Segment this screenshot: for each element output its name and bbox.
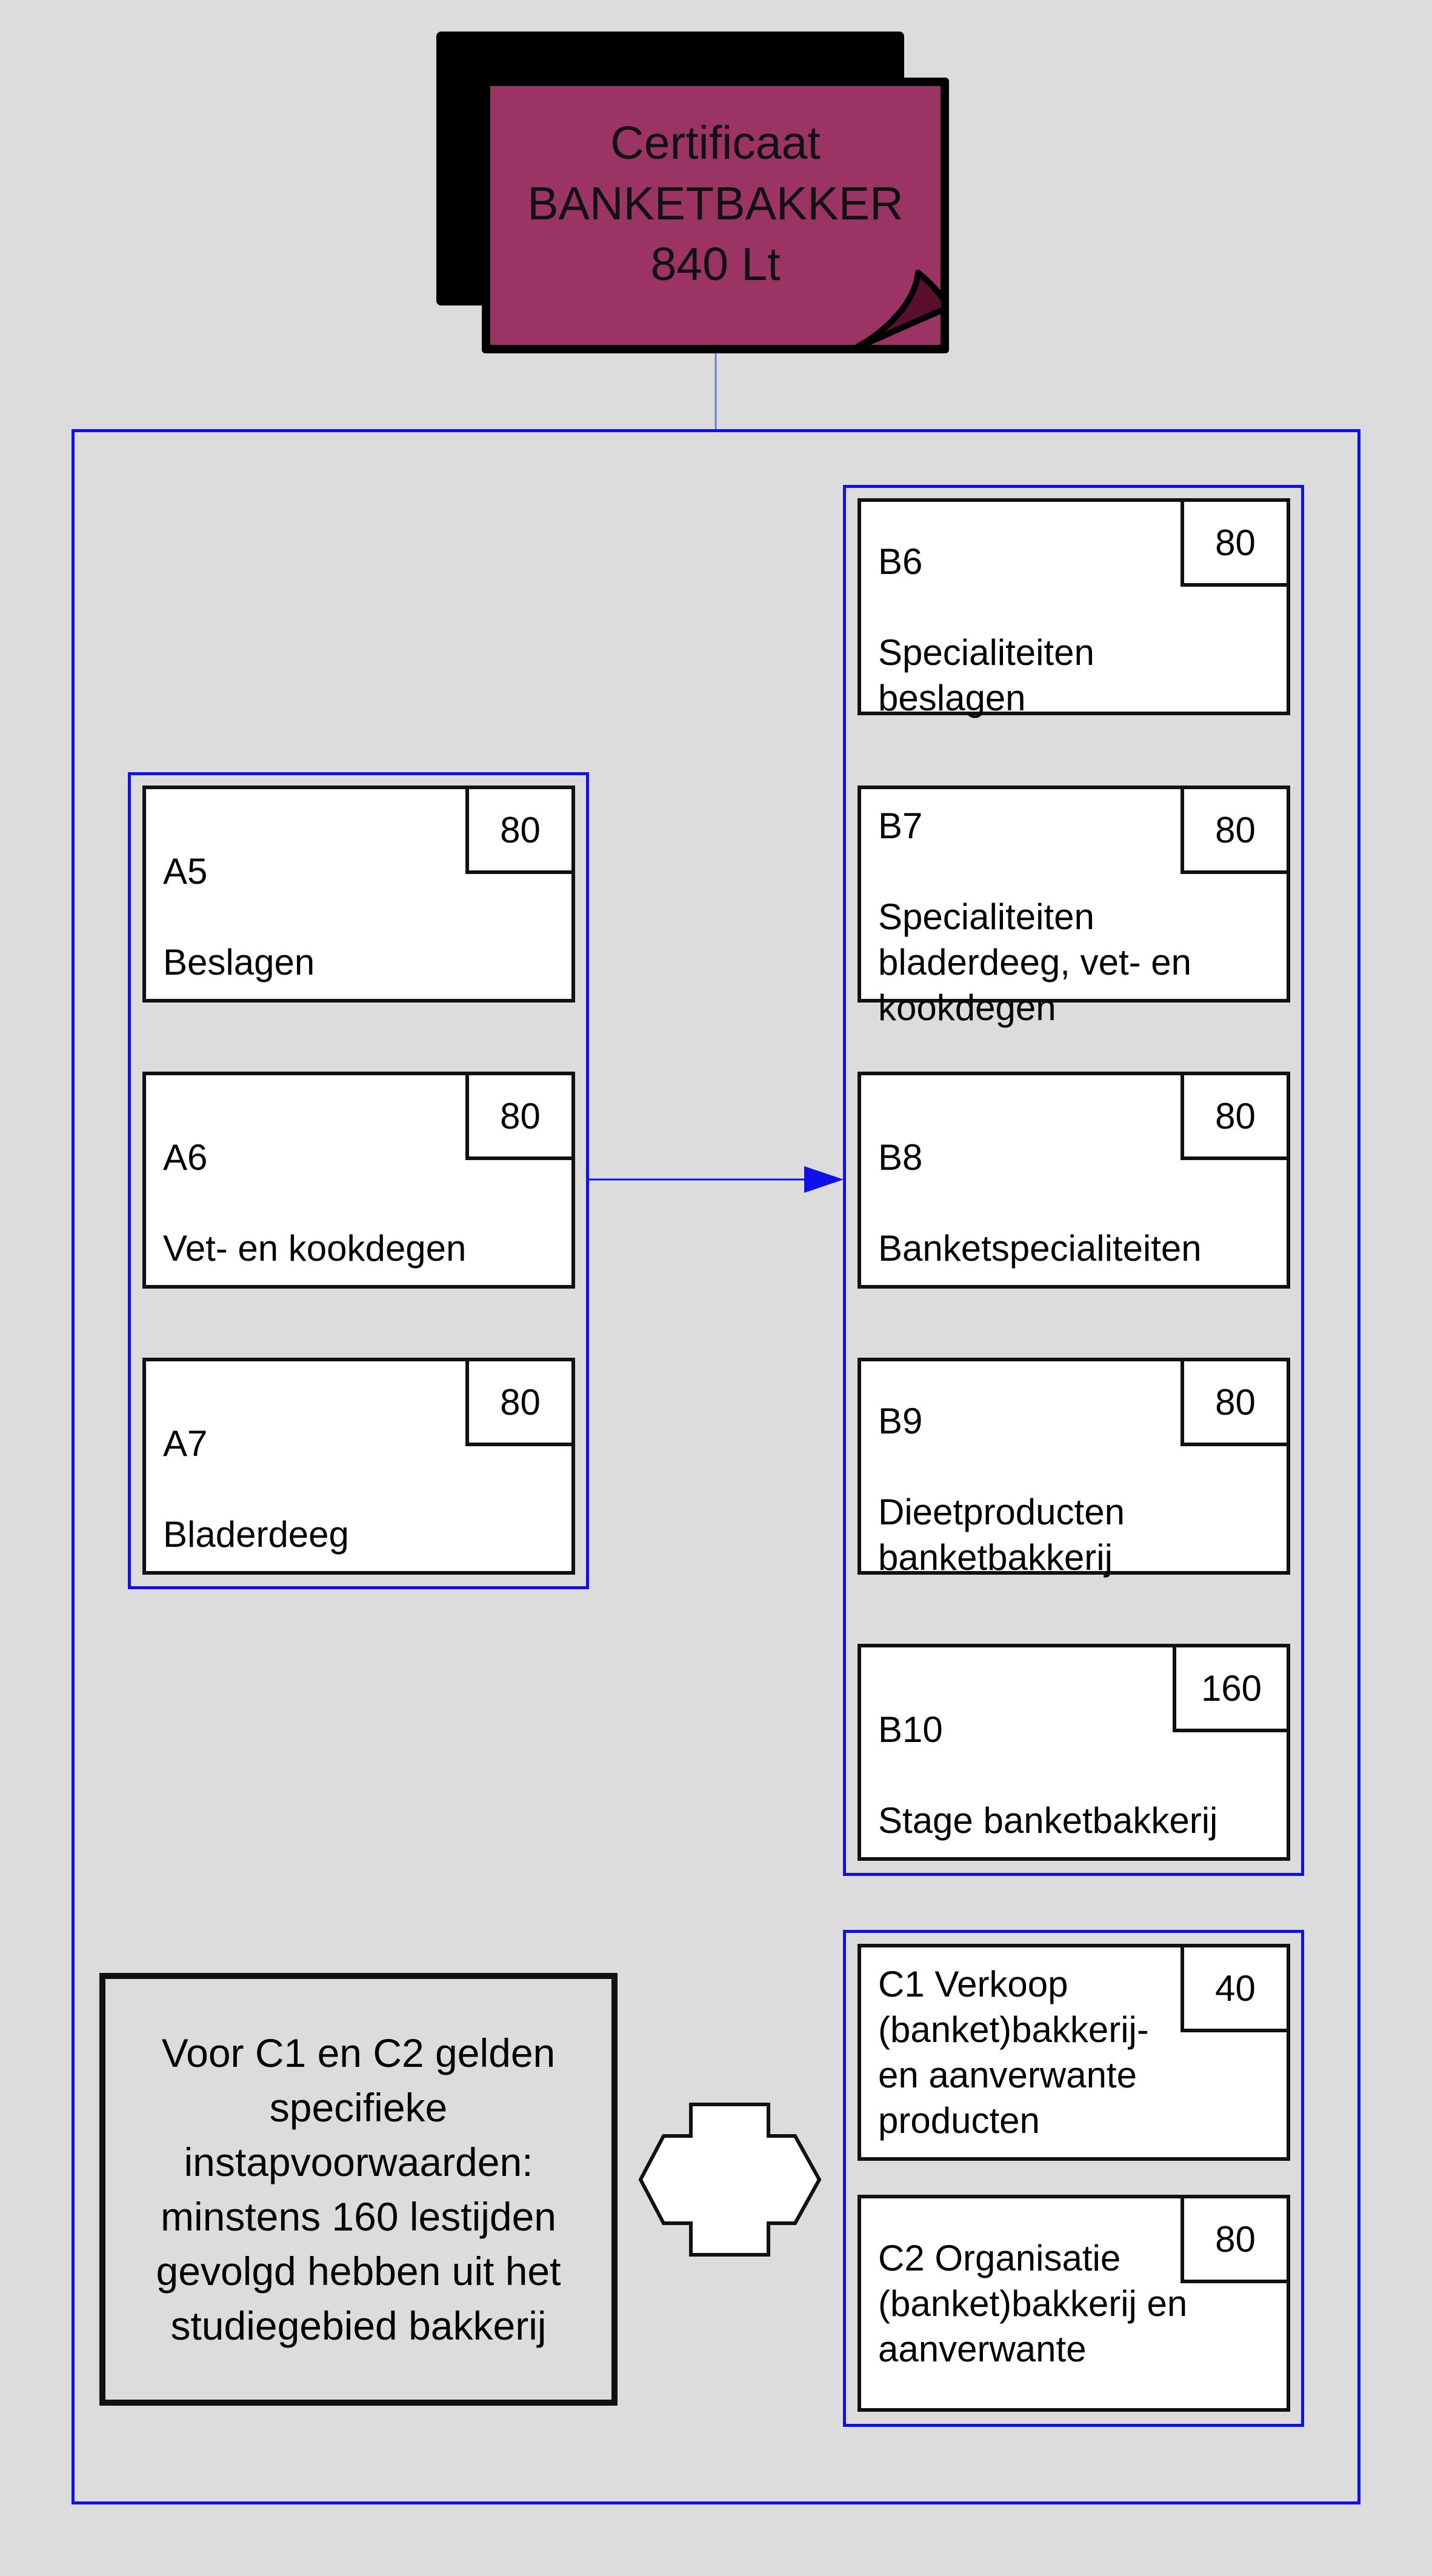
module-name: Dieetproducten banketbakkerij [878,1491,1125,1578]
module-code: B9 [878,1400,923,1441]
module-b9: B9 Dieetproducten banketbakkerij 80 [858,1358,1290,1578]
outer-container [72,429,1360,2504]
module-code: B6 [878,541,923,582]
hours-badge: 80 [465,1072,575,1160]
group-c [843,1930,1304,2427]
module-name: C2 Organisatie (banket)bakkerij en aanve… [878,2237,1188,2369]
module-name: Bladerdeeg [163,1514,349,1555]
module-b6: B6 Specialiteiten beslagen 80 [858,498,1290,718]
module-name: Banketspecialiteiten [878,1228,1202,1269]
module-b7: B7 Specialiteiten bladerdeeg, vet- en ko… [858,786,1290,1028]
hours-badge: 80 [1181,498,1290,587]
module-a5: A5 Beslagen 80 [142,786,575,1003]
hours-badge: 80 [465,1358,575,1446]
module-a7: A7 Bladerdeeg 80 [142,1358,575,1575]
hours-badge: 80 [1181,1358,1290,1446]
hours-badge: 80 [1181,1072,1290,1160]
certificate-hours: 840 Lt [650,238,781,290]
page-curl-icon [849,270,947,353]
module-a6: A6 Vet- en kookdegen 80 [142,1072,575,1289]
module-name: Beslagen [163,942,315,983]
module-code: B8 [878,1137,923,1178]
module-b10: B10 Stage banketbakkerij 160 [858,1644,1290,1861]
group-a [128,772,589,1589]
module-code: B7 [878,806,923,846]
module-name: Specialiteiten bladerdeeg, vet- en kookd… [878,896,1192,1028]
module-code: B10 [878,1709,943,1750]
module-b8: B8 Banketspecialiteiten 80 [858,1072,1290,1289]
hours-badge: 80 [1181,2195,1290,2283]
module-name: Specialiteiten beslagen [878,632,1094,718]
module-code: A5 [163,851,208,892]
module-name: Stage banketbakkerij [878,1800,1218,1841]
hours-badge: 40 [1181,1944,1290,2032]
module-name: C1 Verkoop (banket)bakkerij- en aanverwa… [878,1964,1149,2141]
group-b [843,485,1304,1876]
module-c2: C2 Organisatie (banket)bakkerij en aanve… [858,2195,1290,2412]
certificate-name: BANKETBAKKER [527,177,904,230]
module-c1: C1 Verkoop (banket)bakkerij- en aanverwa… [858,1944,1290,2161]
module-name: Vet- en kookdegen [163,1228,467,1269]
hours-badge: 80 [1181,786,1290,874]
module-code: A6 [163,1137,208,1178]
certificate-title: Certificaat [610,116,821,169]
certificate-box: Certificaat BANKETBAKKER 840 Lt [482,78,949,353]
prerequisite-note: Voor C1 en C2 gelden specifieke instapvo… [99,1973,618,2406]
hours-badge: 160 [1173,1644,1290,1732]
hours-badge: 80 [465,786,575,874]
prerequisite-text: Voor C1 en C2 gelden specifieke instapvo… [156,2030,561,2348]
module-code: A7 [163,1423,208,1464]
